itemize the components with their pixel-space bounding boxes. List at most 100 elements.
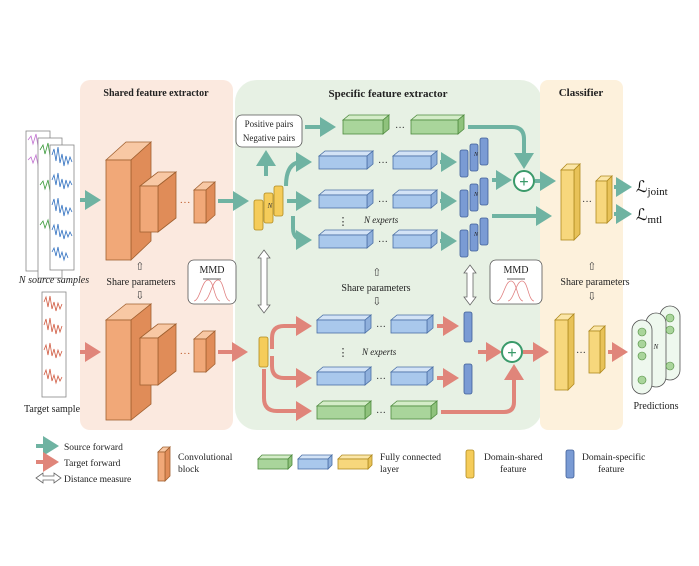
conv-block-source-3 xyxy=(192,181,217,224)
contrastive-pairs-box: Positive pairs Negative pairs xyxy=(235,114,303,148)
target-branch-top xyxy=(270,316,312,349)
source-branch-top xyxy=(284,152,312,187)
fc-green-target-2 xyxy=(389,400,439,420)
fc-blue-source-row3-b xyxy=(391,229,439,249)
conv-dots-target: ··· xyxy=(180,348,191,360)
legend-shared-line2: feature xyxy=(500,464,526,475)
source-samples-label: N source samples xyxy=(18,275,89,286)
positive-pairs-label: Positive pairs xyxy=(245,119,294,129)
plus-symbol-source: + xyxy=(519,172,529,191)
fc-blue-source-row1-b xyxy=(391,150,439,170)
share-params-arrow-bottom-1: ⇩ xyxy=(135,290,144,302)
n-experts-label-target: N experts xyxy=(361,347,397,357)
domain-specific-feature-source-3: N xyxy=(459,217,489,258)
specific-n-2: N xyxy=(473,192,479,198)
fc-blue-source-row3-a xyxy=(317,229,375,249)
fc-blue-target-row2-a xyxy=(315,366,373,386)
conv-dots-source: ··· xyxy=(180,197,191,209)
specific-n-3: N xyxy=(473,232,479,238)
predictions-label: Predictions xyxy=(634,401,679,412)
fc-green-source-1 xyxy=(341,114,391,135)
fc-dots-green-source: ··· xyxy=(395,123,405,134)
share-params-label-1: Share parameters xyxy=(106,277,175,288)
fc-dots-source-row3: ··· xyxy=(378,237,388,248)
legend-specific-feature-icon xyxy=(565,449,575,479)
vdots-source-experts: ⋮ xyxy=(338,216,349,228)
conv-block-target-2 xyxy=(138,323,178,386)
legend-specific-line1: Domain-specific xyxy=(582,452,645,463)
fc-dots-source-row1: ··· xyxy=(378,158,388,169)
plus-symbol-target: + xyxy=(507,343,517,362)
target-sample-label: Target sample xyxy=(24,404,81,415)
fc-dots-green-target: ··· xyxy=(376,408,386,419)
classifier-title: Classifier xyxy=(559,87,604,99)
n-experts-label-source: N experts xyxy=(363,215,399,225)
legend-distance-icon xyxy=(35,472,62,484)
shared-feature-n: N xyxy=(267,202,273,210)
legend-specific-line2: feature xyxy=(598,464,624,475)
domain-specific-feature-source-1: N xyxy=(459,137,489,178)
legend-conv-line1: Convolutional xyxy=(178,453,233,463)
source-samples xyxy=(25,130,75,279)
fc-blue-target-row1-a xyxy=(315,314,373,334)
domain-shared-feature-target xyxy=(258,336,269,368)
legend-fc-green-icon xyxy=(257,454,293,470)
domain-specific-feature-target-1 xyxy=(463,311,473,343)
classifier-dots-target: ··· xyxy=(576,348,586,359)
mmd-box-left: MMD xyxy=(187,259,237,305)
classifier-panel xyxy=(540,80,623,430)
shared-extractor-title: Shared feature extractor xyxy=(103,88,209,99)
conv-block-target-3 xyxy=(192,330,217,373)
classifier-fc-source-2 xyxy=(595,175,613,224)
target-branch-mid xyxy=(270,356,312,388)
fc-green-source-2 xyxy=(409,114,466,135)
fc-dots-source-row2: ··· xyxy=(378,197,388,208)
legend-shared-line1: Domain-shared xyxy=(484,453,543,463)
legend-source-forward: Source forward xyxy=(64,442,123,453)
legend-distance-measure: Distance measure xyxy=(64,475,131,485)
conv-block-target-1 xyxy=(104,303,153,421)
legend-fc-line2: layer xyxy=(380,465,400,475)
classifier-fc-target-1 xyxy=(554,313,575,391)
predictions-n: N xyxy=(653,343,659,351)
fc-blue-source-row2-a xyxy=(317,189,375,209)
specific-n-1: N xyxy=(473,152,479,158)
share-params-label-3: Share parameters xyxy=(560,277,629,288)
share-params-arrow-top-2: ⇧ xyxy=(372,267,381,279)
fc-blue-target-row2-b xyxy=(389,366,435,386)
joint-loss: ℒjoint xyxy=(636,179,668,198)
vdots-target-experts: ⋮ xyxy=(338,347,349,359)
legend-fc-yellow-icon xyxy=(337,454,373,470)
fc-blue-source-row2-b xyxy=(391,189,439,209)
legend-conv-icon xyxy=(157,446,171,482)
specific-extractor-title: Specific feature extractor xyxy=(329,88,448,100)
domain-shared-feature-source: N xyxy=(253,185,284,231)
distance-arrow-specific xyxy=(463,264,477,306)
negative-pairs-label: Negative pairs xyxy=(243,133,296,143)
legend: Source forward Target forward Distance m… xyxy=(35,436,645,485)
legend-shared-feature-icon xyxy=(465,449,475,479)
share-params-label-2: Share parameters xyxy=(341,283,410,294)
target-branch-bottom xyxy=(262,369,312,421)
classifier-dots-source: ··· xyxy=(582,197,592,208)
mtl-loss: ℒmtl xyxy=(636,207,662,226)
share-params-arrow-top-1: ⇧ xyxy=(135,261,144,273)
plus-node-source: + xyxy=(513,170,535,192)
share-params-arrow-bottom-2: ⇩ xyxy=(372,296,381,308)
classifier-fc-source-1 xyxy=(560,163,581,241)
fc-green-target-1 xyxy=(315,400,373,420)
share-params-arrow-top-3: ⇧ xyxy=(587,261,596,273)
domain-specific-feature-source-2: N xyxy=(459,177,489,218)
fc-dots-target-row1: ··· xyxy=(376,322,386,333)
legend-conv-line2: block xyxy=(178,465,199,475)
legend-fc-blue-icon xyxy=(297,454,333,470)
domain-specific-feature-target-2 xyxy=(463,363,473,395)
share-params-arrow-bottom-3: ⇩ xyxy=(587,291,596,303)
legend-target-forward: Target forward xyxy=(64,458,121,469)
legend-fc-line1: Fully connected xyxy=(380,453,441,463)
conv-block-source-2 xyxy=(138,171,178,233)
fc-dots-target-row2: ··· xyxy=(376,374,386,385)
source-branch-bottom xyxy=(291,216,312,250)
target-sample xyxy=(41,291,67,398)
